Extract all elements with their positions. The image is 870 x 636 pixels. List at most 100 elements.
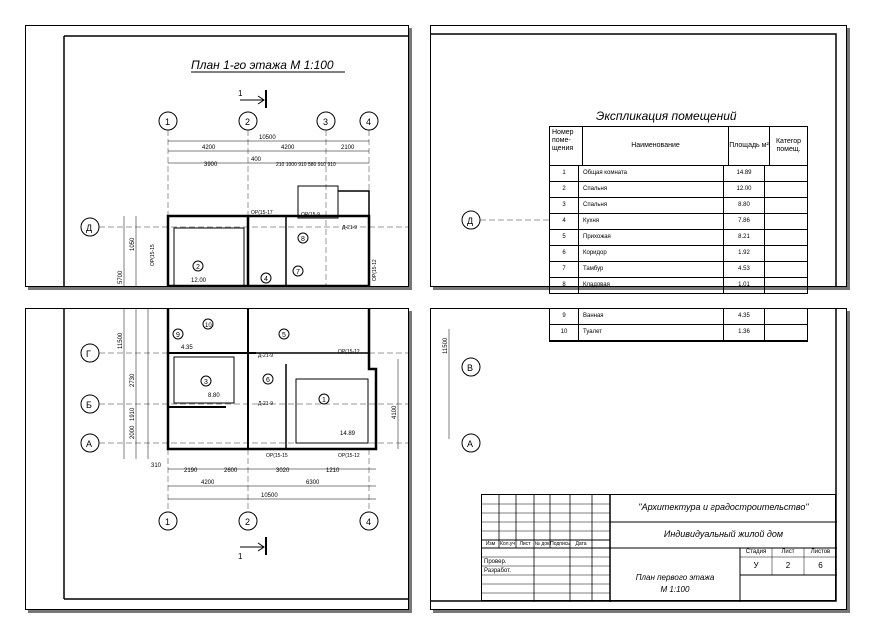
svg-text:2: 2 [196, 264, 200, 271]
room-1-label: 1 [318, 393, 330, 405]
exp-cell-cat [765, 278, 807, 293]
svg-text:Д: Д [467, 216, 473, 226]
plan-top-drawing: План 1-го этажа М 1:100 1 1 2 3 4 10500 … [63, 35, 408, 288]
axis-D: Д [80, 217, 100, 237]
svg-text:10: 10 [205, 323, 212, 329]
exp-cell-no: 5 [550, 230, 579, 245]
exp-cell-area: 8.80 [724, 198, 765, 213]
svg-text:5700: 5700 [118, 270, 124, 284]
room-4-label: 4 [260, 272, 272, 284]
room-9-label: 9 [172, 328, 184, 340]
room-5-label: 5 [278, 328, 290, 340]
exp-cell-cat [765, 214, 807, 229]
exp-cell-area: 4.53 [724, 262, 765, 277]
tb-check: Провер. [484, 559, 507, 565]
exp-cell-area: 12.00 [724, 182, 765, 197]
svg-text:4: 4 [366, 117, 371, 127]
exp-cell-cat [765, 166, 807, 181]
exp-cell-area: 7.86 [724, 214, 765, 229]
axis-D-right: Д [461, 210, 481, 230]
exp-cell-no: 2 [550, 182, 579, 197]
tb-dev: Разработ. [484, 568, 511, 574]
dim-left-4: 2000 [130, 425, 136, 439]
svg-text:5: 5 [282, 332, 286, 339]
exp-cell-name: Спальня [579, 182, 724, 197]
svg-text:В: В [467, 363, 473, 373]
svg-text:1: 1 [165, 117, 170, 127]
axis-1-bottom: 1 [158, 511, 178, 531]
opening-4: ОР(15-15 [150, 244, 156, 266]
exp-cell-area: 14.89 [724, 166, 765, 181]
exp-cell-no: 7 [550, 262, 579, 277]
axis-4-bottom: 4 [359, 511, 379, 531]
axis-2-top: 2 [238, 111, 258, 131]
dim-bot-0: 310 [151, 463, 162, 469]
tb-sheet: 2 [785, 561, 791, 570]
svg-text:А: А [467, 439, 473, 449]
plan-title: План 1-го этажа М 1:100 [191, 58, 334, 72]
exp-cell-name: Тамбур [579, 262, 724, 277]
tb-sheets-h: Листов [810, 549, 831, 555]
dim-bot-6: 6300 [306, 480, 320, 486]
exp-cell-no: 8 [550, 278, 579, 293]
section-mark-top: 1 [238, 89, 243, 98]
exp-cell-name: Ванная [579, 309, 724, 324]
svg-text:210 1000 910 580 910 910: 210 1000 910 580 910 910 [276, 162, 336, 168]
svg-text:4: 4 [264, 276, 268, 283]
axis-A: А [80, 433, 100, 453]
room-2-area: 12.00 [191, 278, 207, 284]
exp-cell-cat [765, 182, 807, 197]
axis-B: Б [80, 394, 100, 414]
exp-cell-no: 6 [550, 246, 579, 261]
dim-bot-5: 4200 [201, 480, 215, 486]
tb-project: Индивидуальный жилой дом [663, 529, 784, 539]
explication-table: Номер поме- щения Наименование Площадь м… [549, 126, 808, 294]
exp-cell-cat [765, 230, 807, 245]
dim-bot-3: 3020 [276, 468, 290, 474]
svg-text:6: 6 [266, 377, 270, 384]
svg-text:Г: Г [86, 349, 91, 359]
opening-10: ОР(15-15 [266, 453, 288, 459]
svg-text:1050: 1050 [130, 237, 136, 251]
opening-9: ОР(15-12 [338, 453, 360, 459]
tb-stage-h: Стадия [745, 549, 767, 555]
svg-text:2: 2 [245, 517, 250, 527]
tb-drawing: План первого этажа [635, 573, 715, 582]
exp-cell-area: 4.35 [724, 309, 765, 324]
dim-top-4: 3900 [204, 162, 218, 168]
room-3-label: 3 [200, 375, 212, 387]
room-9-area: 4.35 [181, 345, 193, 351]
tb-col-doc: № док [534, 541, 550, 547]
dim-bot-4: 1210 [326, 468, 340, 474]
sheet-plan-top: План 1-го этажа М 1:100 1 1 2 3 4 10500 … [25, 25, 409, 288]
axis-A-right: А [461, 433, 481, 453]
opening-8: ОР(15-12 [338, 349, 360, 355]
tb-col-sign: Подпись [550, 541, 570, 547]
dim-top-3: 2100 [341, 145, 355, 151]
opening-6: Д-21-9 [258, 353, 273, 359]
axis-G: Г [80, 343, 100, 363]
svg-text:1: 1 [322, 397, 326, 404]
svg-text:1: 1 [165, 517, 170, 527]
svg-text:4: 4 [366, 517, 371, 527]
title-sheet-drawing: В А 11500 [431, 309, 837, 602]
axis-1-top: 1 [158, 111, 178, 131]
exp-cell-name: Коридор [579, 246, 724, 261]
tb-col-izm: Изм [485, 541, 496, 547]
exp-cell-area: 1.92 [724, 246, 765, 261]
room-7-label: 7 [292, 265, 304, 277]
opening-7: Д-21-9 [258, 401, 273, 407]
tb-col-list: Лист [519, 541, 531, 547]
exp-cell-cat [765, 246, 807, 261]
svg-text:9: 9 [176, 332, 180, 339]
room-6-label: 6 [262, 373, 274, 385]
